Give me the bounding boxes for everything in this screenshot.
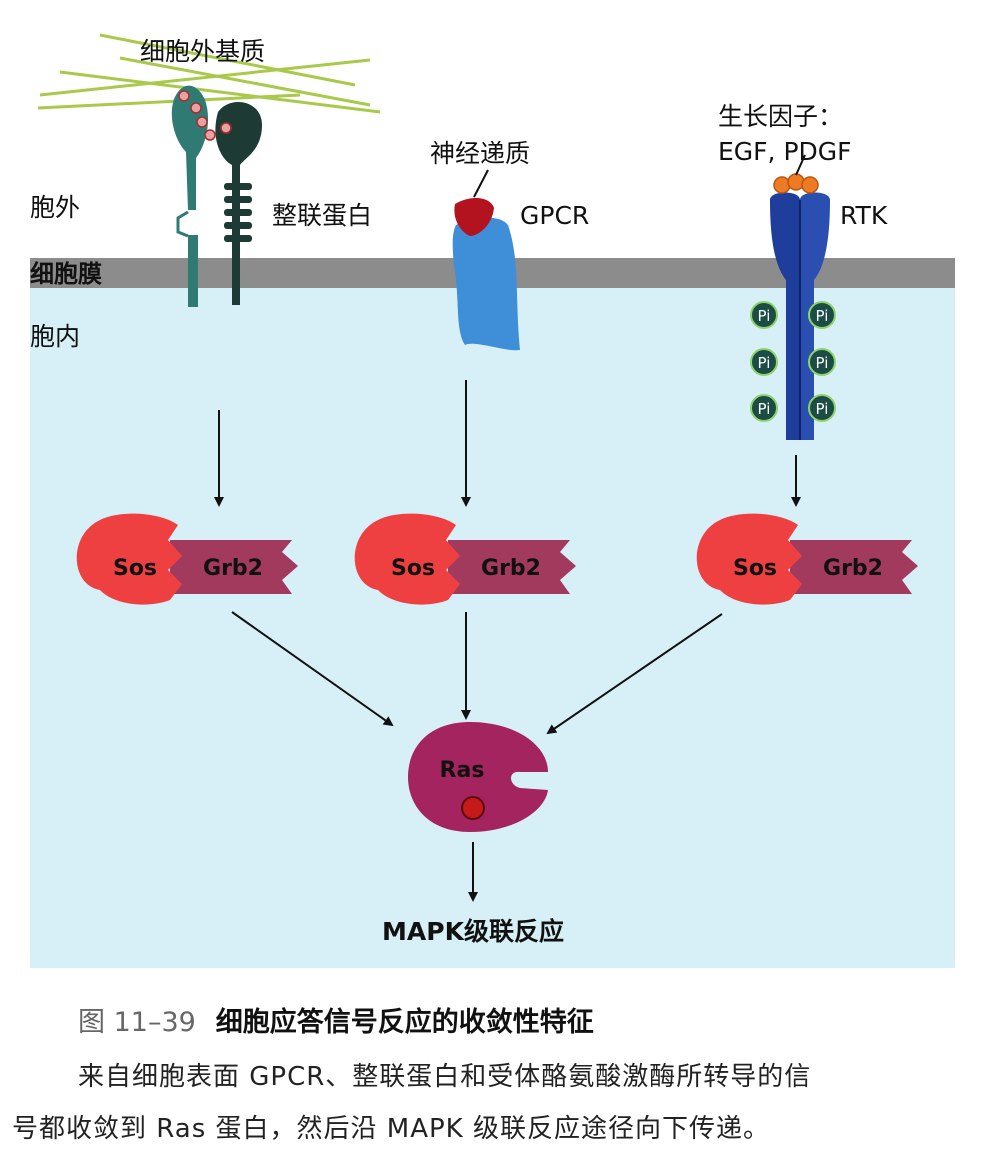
phosphate-group: Pi bbox=[808, 348, 836, 376]
growth-factor-names: EGF, PDGF bbox=[718, 137, 852, 166]
neurotransmitter-ligand bbox=[454, 198, 494, 236]
grb2-protein bbox=[170, 540, 298, 594]
phosphate-groups: Pi Pi Pi Pi Pi Pi bbox=[750, 301, 836, 422]
cytoplasm-region bbox=[30, 288, 955, 968]
extracellular-matrix-fibers bbox=[37, 33, 381, 114]
inside-label: 胞内 bbox=[30, 322, 80, 351]
phosphate-group: Pi bbox=[808, 301, 836, 329]
integrin-receptor bbox=[37, 33, 381, 307]
svg-text:Sos: Sos bbox=[113, 556, 157, 581]
rtk-label: RTK bbox=[840, 201, 888, 230]
svg-text:Grb2: Grb2 bbox=[203, 556, 263, 581]
sos-protein bbox=[696, 513, 802, 605]
growth-factor-label: 生长因子： bbox=[718, 102, 843, 131]
sos-protein bbox=[354, 513, 460, 605]
figure-number: 图 11–39 bbox=[78, 1007, 196, 1038]
caption-body-line-2: 号都收敛到 Ras 蛋白，然后沿 MAPK 级联反应途径向下传递。 bbox=[12, 1114, 770, 1144]
growth-factor-ligand bbox=[773, 173, 819, 194]
svg-text:Pi: Pi bbox=[758, 400, 771, 418]
svg-text:Pi: Pi bbox=[816, 307, 829, 325]
svg-text:Ras: Ras bbox=[440, 758, 485, 783]
svg-text:Pi: Pi bbox=[758, 354, 771, 372]
rtk-receptor bbox=[770, 154, 830, 440]
gtp-dot bbox=[461, 796, 485, 820]
phosphate-group: Pi bbox=[750, 394, 778, 422]
outside-label: 胞外 bbox=[30, 193, 80, 222]
membrane-label: 细胞膜 bbox=[30, 260, 102, 288]
phosphate-group: Pi bbox=[750, 348, 778, 376]
sos-grb2-complex-right: Sos Grb2 bbox=[696, 513, 918, 605]
sos-grb2-complex-middle: Sos Grb2 bbox=[354, 513, 576, 605]
figure-title: 细胞应答信号反应的收敛性特征 bbox=[215, 1007, 594, 1038]
neurotransmitter-label: 神经递质 bbox=[430, 139, 530, 168]
svg-text:Sos: Sos bbox=[733, 556, 777, 581]
phosphate-group: Pi bbox=[808, 394, 836, 422]
ras-protein: Ras bbox=[408, 722, 548, 832]
svg-text:Grb2: Grb2 bbox=[823, 556, 883, 581]
svg-text:Pi: Pi bbox=[816, 354, 829, 372]
arrow-right-to-ras bbox=[546, 613, 723, 735]
caption-body-line-1: 来自细胞表面 GPCR、整联蛋白和受体酪氨酸激酶所转导的信 bbox=[78, 1062, 812, 1092]
ecm-label: 细胞外基质 bbox=[140, 37, 265, 66]
grb2-protein bbox=[790, 540, 918, 594]
gpcr-receptor bbox=[452, 169, 520, 351]
svg-text:Pi: Pi bbox=[816, 400, 829, 418]
sos-grb2-complex-left: Sos Grb2 bbox=[76, 513, 298, 605]
sos-protein bbox=[76, 513, 182, 605]
figure-caption-title: 图 11–39 细胞应答信号反应的收敛性特征 bbox=[78, 1000, 984, 1039]
arrow-left-to-ras bbox=[231, 611, 394, 727]
svg-text:Grb2: Grb2 bbox=[481, 556, 541, 581]
gpcr-label: GPCR bbox=[520, 201, 589, 230]
grb2-protein bbox=[448, 540, 576, 594]
svg-text:Pi: Pi bbox=[758, 307, 771, 325]
phosphate-group: Pi bbox=[750, 301, 778, 329]
integrin-label: 整联蛋白 bbox=[272, 201, 372, 230]
svg-text:Sos: Sos bbox=[391, 556, 435, 581]
mapk-label: MAPK级联反应 bbox=[382, 917, 564, 946]
